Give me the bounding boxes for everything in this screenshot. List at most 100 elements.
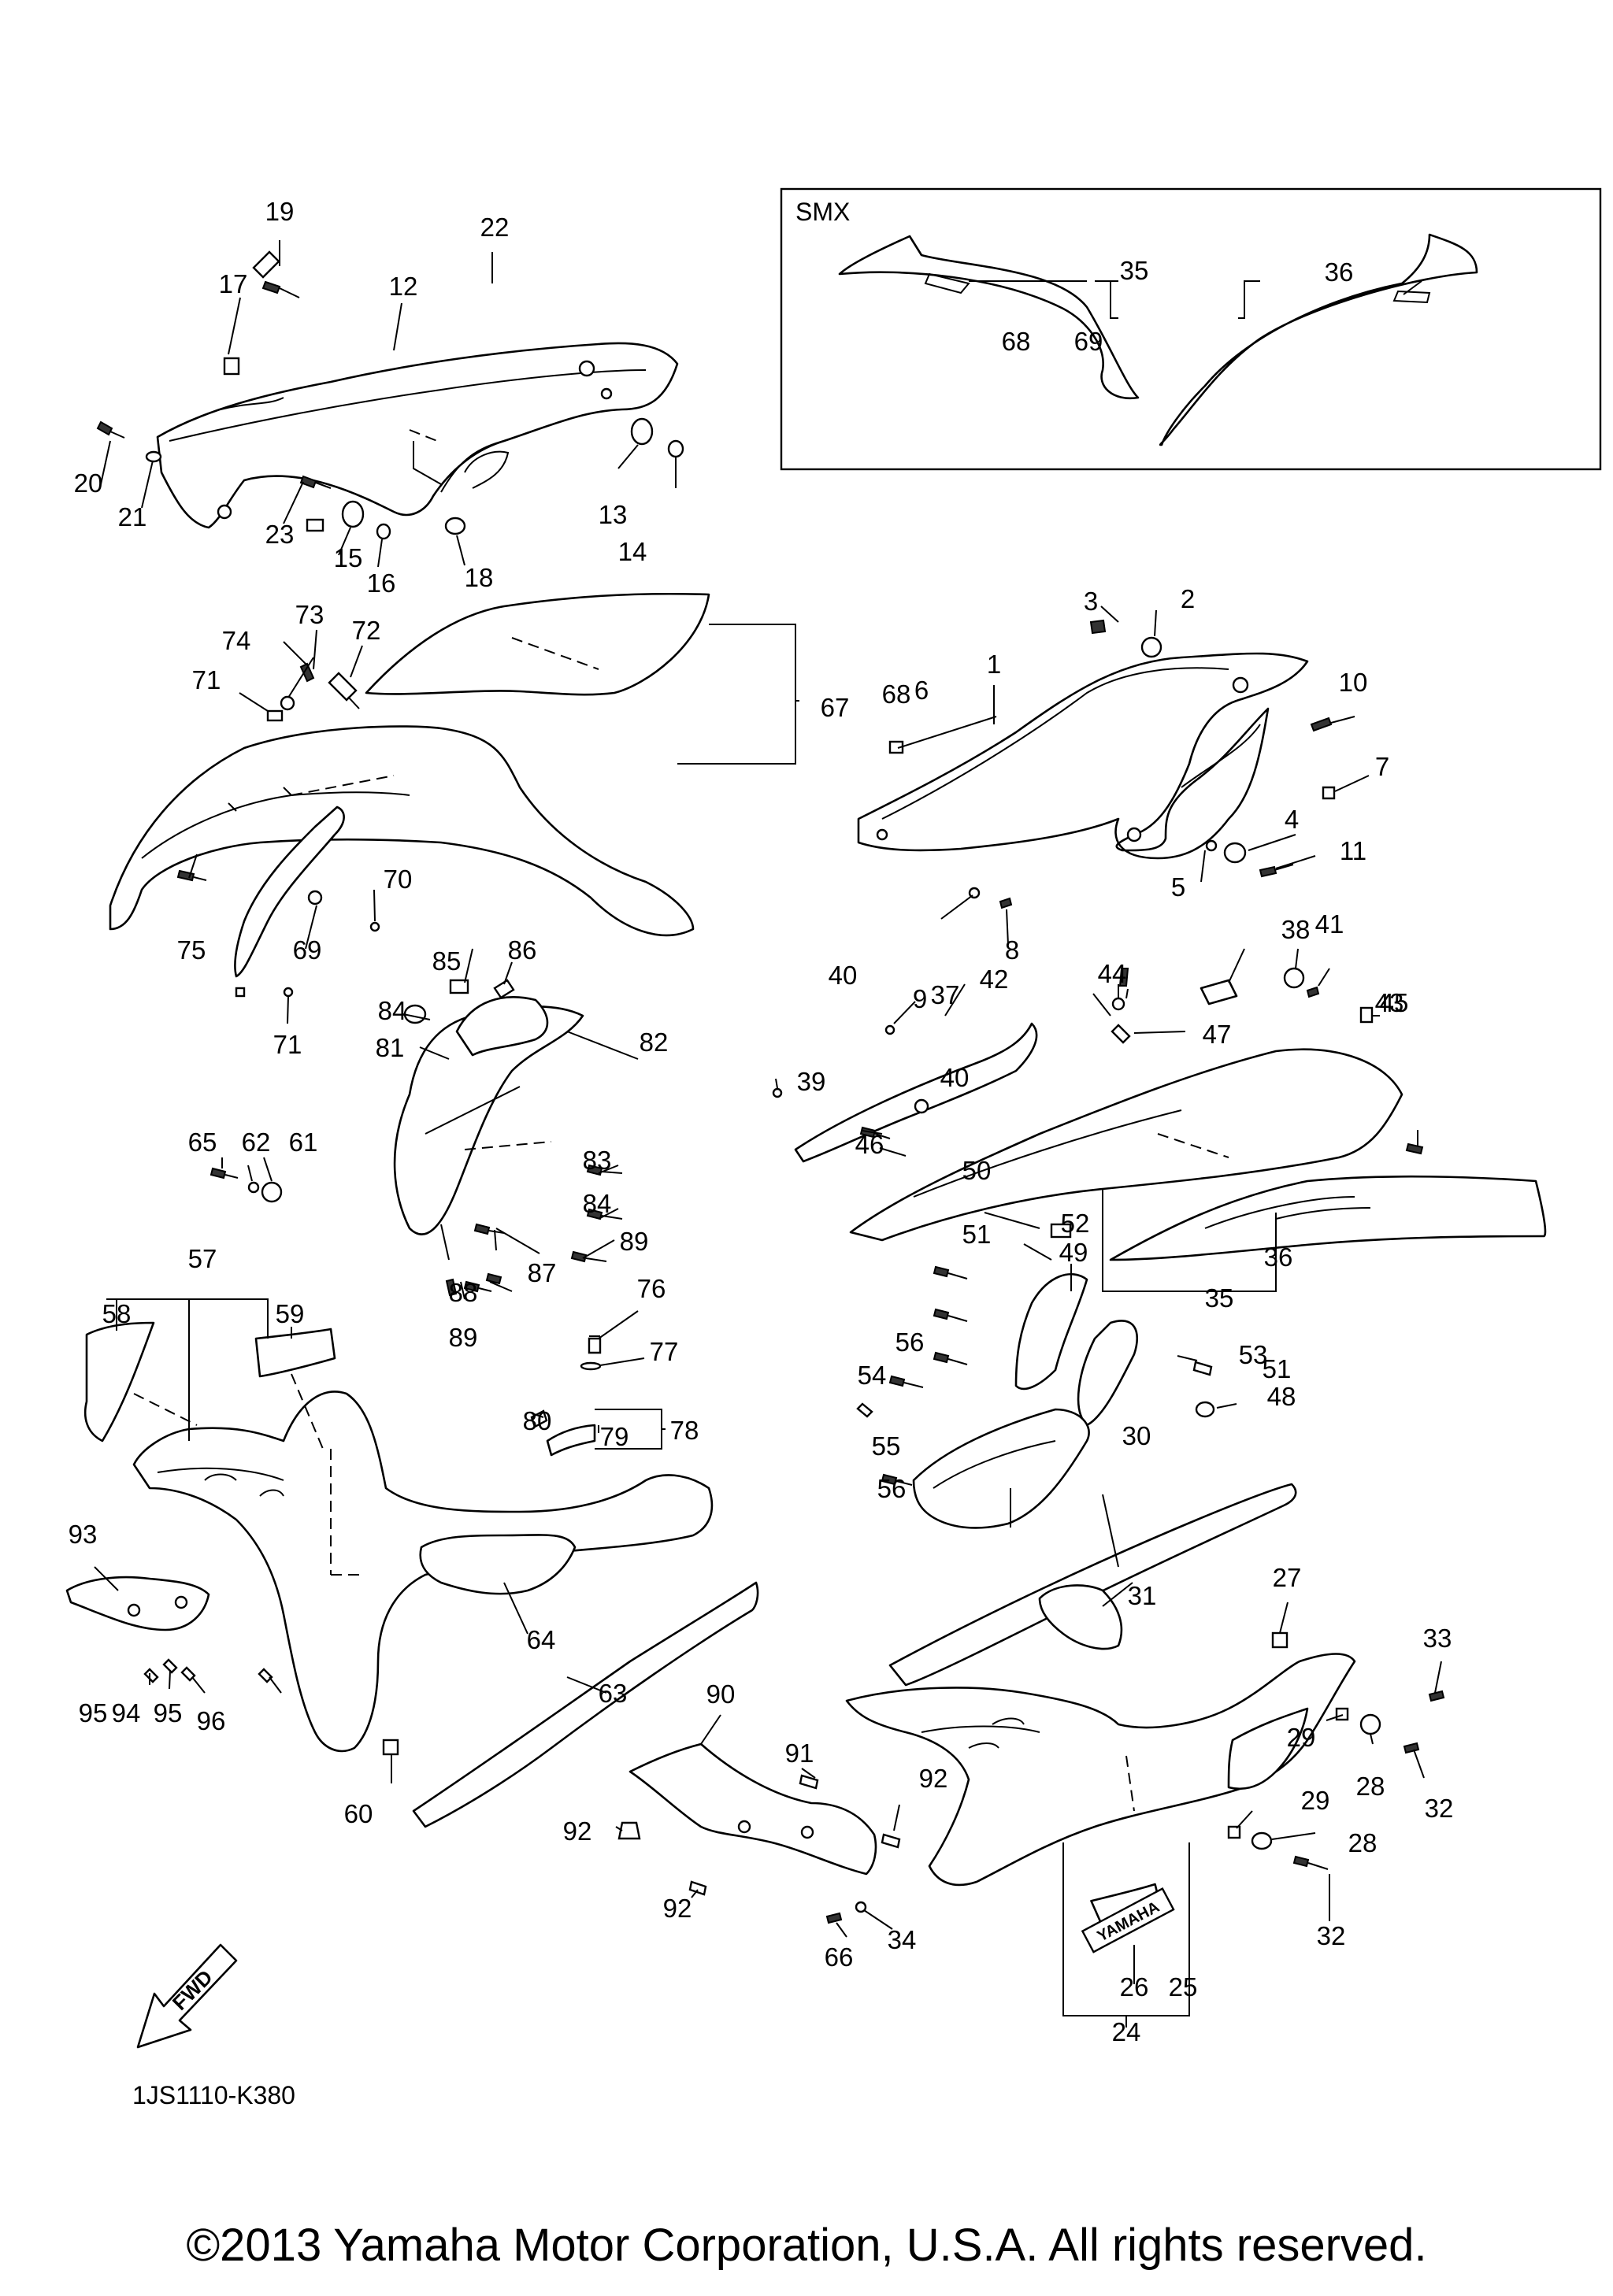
callout-91: 91: [785, 1739, 814, 1768]
callout-95: 95: [154, 1698, 183, 1728]
callout-50: 50: [962, 1156, 992, 1185]
callout-3: 3: [1084, 587, 1098, 616]
callout-74: 74: [222, 626, 251, 655]
callout-13: 13: [599, 500, 628, 529]
callout-16: 16: [367, 568, 396, 598]
callout-61: 61: [289, 1128, 318, 1157]
part-37-panel: [794, 1022, 1038, 1163]
callout-44: 44: [1098, 959, 1127, 988]
callout-14: 14: [618, 537, 647, 566]
part-82-inner-panel: [393, 996, 584, 1235]
callout-12: 12: [389, 272, 418, 301]
callout-25: 25: [1169, 1972, 1198, 2002]
part-30-trim: [888, 1483, 1297, 1687]
callout-68: 68: [1002, 327, 1031, 356]
callout-33: 33: [1423, 1624, 1452, 1653]
callout-49: 49: [1059, 1238, 1088, 1267]
callout-64: 64: [527, 1625, 556, 1654]
callout-23: 23: [265, 520, 295, 549]
callout-93: 93: [69, 1520, 98, 1549]
inset-label: SMX: [795, 198, 850, 226]
callout-69: 69: [1074, 327, 1103, 356]
callout-71: 71: [273, 1030, 302, 1059]
part-70-panel: [234, 805, 345, 978]
callout-40: 40: [829, 961, 858, 990]
callout-86: 86: [508, 935, 537, 965]
callout-60: 60: [344, 1799, 373, 1828]
callout-38: 38: [1281, 915, 1311, 944]
callout-52: 52: [1061, 1209, 1090, 1238]
part-12-side-cover: [156, 342, 679, 529]
callout-83: 83: [583, 1146, 612, 1175]
callout-96: 96: [197, 1706, 226, 1735]
callout-70: 70: [384, 865, 413, 894]
callout-92: 92: [663, 1894, 692, 1923]
callout-41: 41: [1315, 909, 1344, 939]
callout-81: 81: [376, 1033, 405, 1062]
callout-20: 20: [74, 468, 103, 498]
callout-29: 29: [1287, 1723, 1316, 1752]
callout-55: 55: [872, 1431, 901, 1461]
callout-4: 4: [1285, 805, 1299, 834]
callout-27: 27: [1273, 1563, 1302, 1592]
callout-8: 8: [1005, 935, 1019, 965]
callout-84: 84: [583, 1189, 612, 1218]
callout-29: 29: [1301, 1786, 1330, 1815]
callout-6: 6: [914, 676, 929, 705]
fwd-arrow-icon: FWD: [136, 1943, 238, 2049]
callout-73: 73: [295, 600, 324, 629]
part-94-bracket: [65, 1576, 210, 1631]
callout-58: 58: [102, 1299, 132, 1328]
part-35-side-cowl: [849, 1048, 1547, 1292]
callout-90: 90: [706, 1679, 736, 1709]
callout-22: 22: [480, 213, 510, 242]
part-24-lower-cowl-right: [845, 1653, 1356, 2016]
hardware: [96, 250, 1445, 1924]
callout-87: 87: [528, 1258, 557, 1287]
callout-1: 1: [987, 650, 1001, 679]
callout-17: 17: [219, 269, 248, 298]
callout-26: 26: [1120, 1972, 1149, 2002]
callout-9: 9: [913, 984, 927, 1013]
callout-36: 36: [1325, 257, 1354, 287]
callout-65: 65: [188, 1128, 217, 1157]
callout-7: 7: [1375, 752, 1389, 781]
callout-76: 76: [637, 1274, 666, 1303]
callout-95: 95: [79, 1698, 108, 1728]
callout-40: 40: [940, 1063, 970, 1092]
callout-79: 79: [600, 1422, 629, 1451]
callout-19: 19: [265, 197, 295, 226]
callout-35: 35: [1205, 1283, 1234, 1313]
callout-31: 31: [1128, 1581, 1157, 1610]
callout-10: 10: [1339, 668, 1368, 697]
callout-39: 39: [797, 1067, 826, 1096]
callout-46: 46: [855, 1130, 884, 1159]
callout-77: 77: [650, 1337, 679, 1366]
callout-51: 51: [962, 1220, 992, 1249]
callout-63: 63: [599, 1679, 628, 1708]
part-68-tank-cover: [109, 592, 710, 937]
callout-labels: 1234567891011121314151617181920212223242…: [69, 197, 1454, 2046]
callout-89: 89: [449, 1323, 478, 1352]
callout-68: 68: [882, 680, 911, 709]
callout-51: 51: [1263, 1354, 1292, 1383]
callout-45: 45: [1380, 988, 1409, 1017]
callout-89: 89: [620, 1227, 649, 1256]
callout-69: 69: [293, 935, 322, 965]
callout-82: 82: [640, 1028, 669, 1057]
callout-72: 72: [352, 616, 381, 645]
callout-53: 53: [1239, 1340, 1268, 1369]
drawing-code: 1JS1110-K380: [132, 2081, 295, 2109]
callout-92: 92: [919, 1764, 948, 1793]
callout-92: 92: [563, 1816, 592, 1846]
callout-56: 56: [895, 1328, 925, 1357]
callout-85: 85: [432, 946, 462, 976]
copyright-notice: ©2013 Yamaha Motor Corporation, U.S.A. A…: [186, 2220, 1427, 2271]
leader-lines: [94, 240, 1442, 2028]
callout-56: 56: [877, 1474, 907, 1503]
callout-67: 67: [821, 693, 850, 722]
callout-48: 48: [1267, 1382, 1296, 1411]
callout-42: 42: [980, 965, 1009, 994]
callout-18: 18: [465, 563, 494, 592]
callout-11: 11: [1340, 836, 1366, 865]
